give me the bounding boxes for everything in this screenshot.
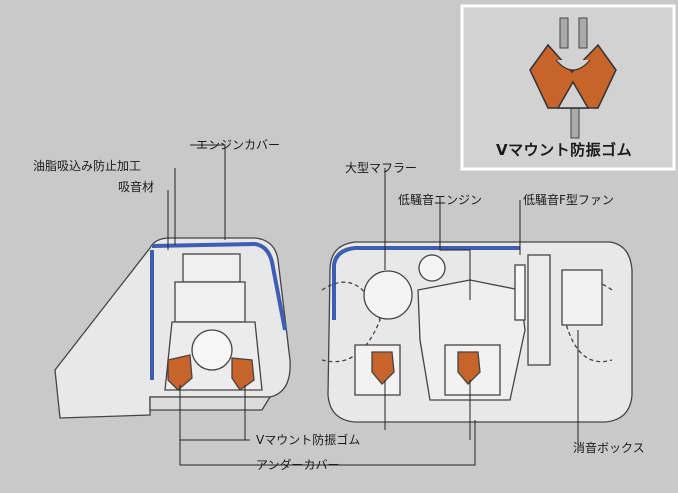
label-v-mount-rubber: Vマウント防振ゴム [256, 433, 361, 447]
inset-title: Vマウント防振ゴム [496, 141, 633, 159]
label-silencer-box: 消音ボックス [573, 441, 645, 455]
label-sound-absorber: 吸音材 [118, 180, 155, 194]
label-low-noise-engine: 低騒音エンジン [398, 193, 483, 207]
side-view-unit [54, 237, 291, 419]
label-low-noise-fan: 低騒音F型ファン [523, 193, 614, 207]
mount-left-2 [231, 357, 255, 391]
mount-right-2 [457, 351, 481, 385]
front-view-unit [321, 241, 633, 423]
mount-left-1 [167, 354, 193, 391]
leader-lines [167, 144, 579, 466]
mount-right-1 [371, 351, 395, 385]
label-oil-proof: 油脂吸込み防止加工 [33, 159, 142, 173]
label-under-cover: アンダーカバー [256, 458, 340, 472]
label-engine-cover: エンジンカバー [196, 138, 281, 152]
v-mount-inset [460, 4, 676, 171]
label-large-muffler: 大型マフラー [345, 161, 418, 175]
